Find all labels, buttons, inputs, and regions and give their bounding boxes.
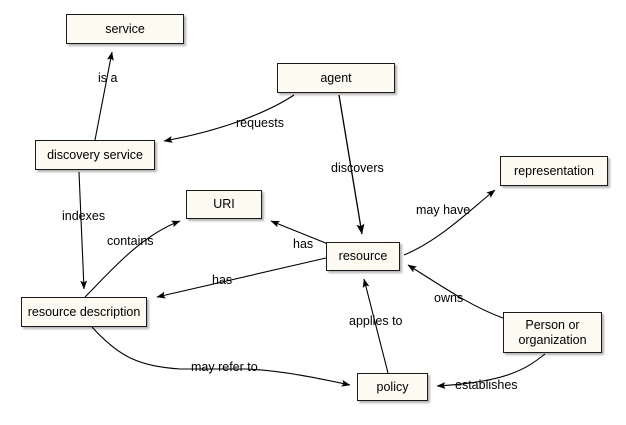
node-representation[interactable]: representation [500,156,608,186]
edge-label-applies-to: applies to [349,314,403,328]
edge-resource-may-have-representation [403,189,496,256]
node-uri[interactable]: URI [186,190,262,219]
edge-label-owns: owns [434,291,464,305]
edge-label-may-have: may have [416,203,471,217]
node-service[interactable]: service [66,14,184,44]
edge-person-or-organization-owns-resource [407,264,504,319]
edge-discovery-service-is-a-service [94,51,114,141]
edge-agent-discovers-resource [338,94,365,235]
edge-agent-requests-discovery-service [163,94,295,143]
node-person-or-organization[interactable]: Person or organization [503,312,602,353]
edge-label-discovers: discovers [331,161,384,175]
node-resource-description[interactable]: resource description [21,297,147,327]
edge-label-indexes: indexes [62,209,106,223]
node-discovery-service[interactable]: discovery service [35,140,155,170]
edge-policy-applies-to-resource [362,278,389,374]
edge-resource-has-uri [270,220,329,245]
edge-label-contains: contains [107,234,154,248]
edge-label-has-resource-description: has [212,273,233,287]
edge-resource-has-resource-description [156,257,327,299]
node-policy[interactable]: policy [357,373,428,401]
edge-resource-description-may-refer-to-policy [91,326,351,387]
edge-resource-description-contains-uri [84,220,181,298]
edge-label-has-uri: has [293,237,314,251]
edge-label-is-a: is a [98,71,118,85]
edge-label-requests: requests [236,116,284,130]
edge-label-may-refer-to: may refer to [191,360,258,374]
node-agent[interactable]: agent [277,63,395,93]
node-resource[interactable]: resource [326,242,400,271]
edge-person-or-organization-establishes-policy [436,353,546,389]
edge-discovery-service-indexes-resource-description [78,171,88,290]
edge-label-establishes: establishes [455,378,518,392]
